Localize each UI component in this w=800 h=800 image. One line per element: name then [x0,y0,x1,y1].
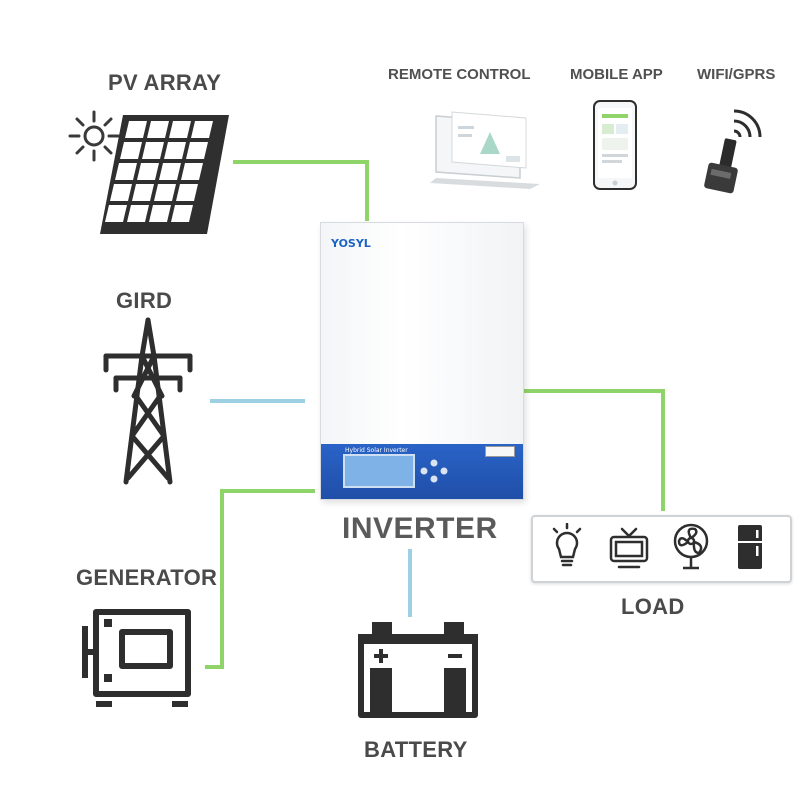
mobile-app-label: MOBILE APP [570,66,663,83]
tv-icon [609,527,649,569]
fan-icon [673,523,709,570]
pv-to-inverter-line [233,160,369,221]
inverter-brand-logo: YOSYL [331,237,371,250]
inverter-control-panel: Hybrid Solar Inverter [321,444,523,499]
refrigerator-icon [738,525,762,569]
inverter-to-load-line [517,389,665,511]
inverter-lcd-text: Hybrid Solar Inverter [345,447,408,454]
sun-icon [68,110,120,162]
grid-label: GIRD [116,288,173,313]
load-label: LOAD [621,594,685,619]
transmission-tower-icon [103,317,193,485]
wifi-module-icon [704,109,762,194]
laptop-icon [430,111,540,189]
generator-to-inverter-line [205,489,315,669]
inverter-buttons [420,459,448,483]
inverter-label: INVERTER [342,512,498,545]
smartphone-icon [593,100,637,190]
generator-icon [82,609,191,707]
remote-control-label: REMOTE CONTROL [388,66,531,83]
light-bulb-icon [552,523,582,567]
battery-icon [358,622,478,718]
load-appliances-box [531,515,792,583]
inverter-lcd-screen [343,454,415,488]
wifi-gprs-label: WIFI/GPRS [697,66,776,83]
inverter-warning-sticker [485,446,515,457]
solar-panel-icon [100,115,229,234]
pv-array-label: PV ARRAY [108,70,222,95]
inverter-unit: YOSYL Hybrid Solar Inverter [320,222,524,500]
generator-label: GENERATOR [76,565,218,590]
battery-label: BATTERY [364,737,468,762]
